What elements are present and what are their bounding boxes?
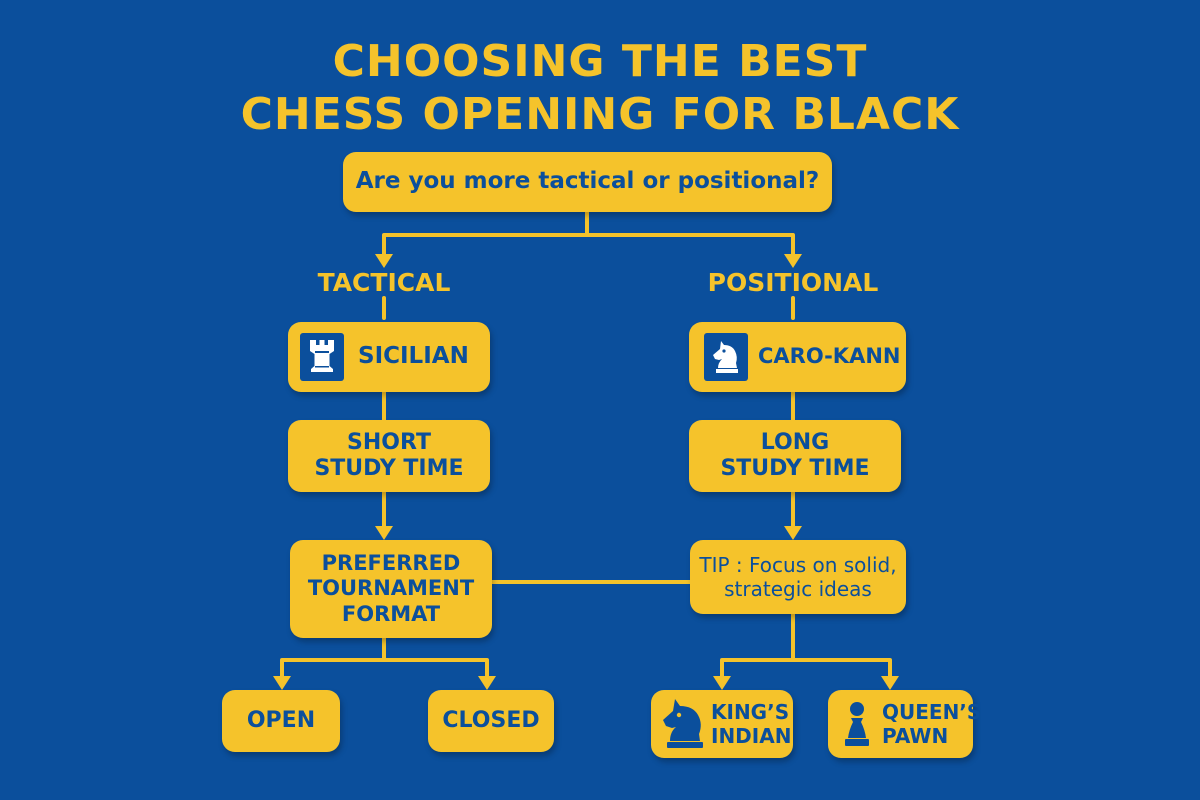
branch-tactical: TACTICAL	[317, 268, 451, 297]
title-line-2: CHESS OPENING FOR BLACK	[240, 89, 960, 140]
knight-icon	[704, 333, 748, 381]
tournament-format-box: PREFERRED TOURNAMENT FORMAT	[290, 540, 492, 638]
question-box: Are you more tactical or positional?	[343, 152, 832, 212]
caro-kann-box: CARO-KANN	[689, 322, 906, 392]
knight-icon	[660, 696, 706, 752]
kings-indian-box: KING’S INDIAN	[651, 690, 793, 758]
long-study-time-box: LONG STUDY TIME	[689, 420, 901, 492]
tip-box: TIP : Focus on solid, strategic ideas	[690, 540, 906, 614]
kings-indian-label: KING’S INDIAN	[711, 700, 792, 748]
tip-text: TIP : Focus on solid, strategic ideas	[699, 553, 897, 601]
tournament-format-label: PREFERRED TOURNAMENT FORMAT	[307, 551, 475, 626]
short-study-time-label: SHORT STUDY TIME	[314, 429, 464, 481]
pawn-icon	[842, 700, 872, 748]
open-box: OPEN	[222, 690, 340, 752]
closed-box: CLOSED	[428, 690, 554, 752]
sicilian-box: SICILIAN	[288, 322, 490, 392]
long-study-time-label: LONG STUDY TIME	[720, 429, 870, 481]
queens-pawn-label: QUEEN’S PAWN	[882, 700, 982, 748]
branch-positional: POSITIONAL	[707, 268, 879, 297]
closed-label: CLOSED	[442, 707, 540, 733]
open-label: OPEN	[246, 707, 316, 733]
caro-kann-label: CARO-KANN	[758, 344, 901, 369]
queens-pawn-box: QUEEN’S PAWN	[828, 690, 981, 758]
question-text: Are you more tactical or positional?	[355, 168, 820, 195]
short-study-time-box: SHORT STUDY TIME	[288, 420, 490, 492]
title-line-1: CHOOSING THE BEST	[332, 36, 868, 87]
rook-icon	[300, 333, 344, 381]
sicilian-label: SICILIAN	[358, 343, 469, 370]
